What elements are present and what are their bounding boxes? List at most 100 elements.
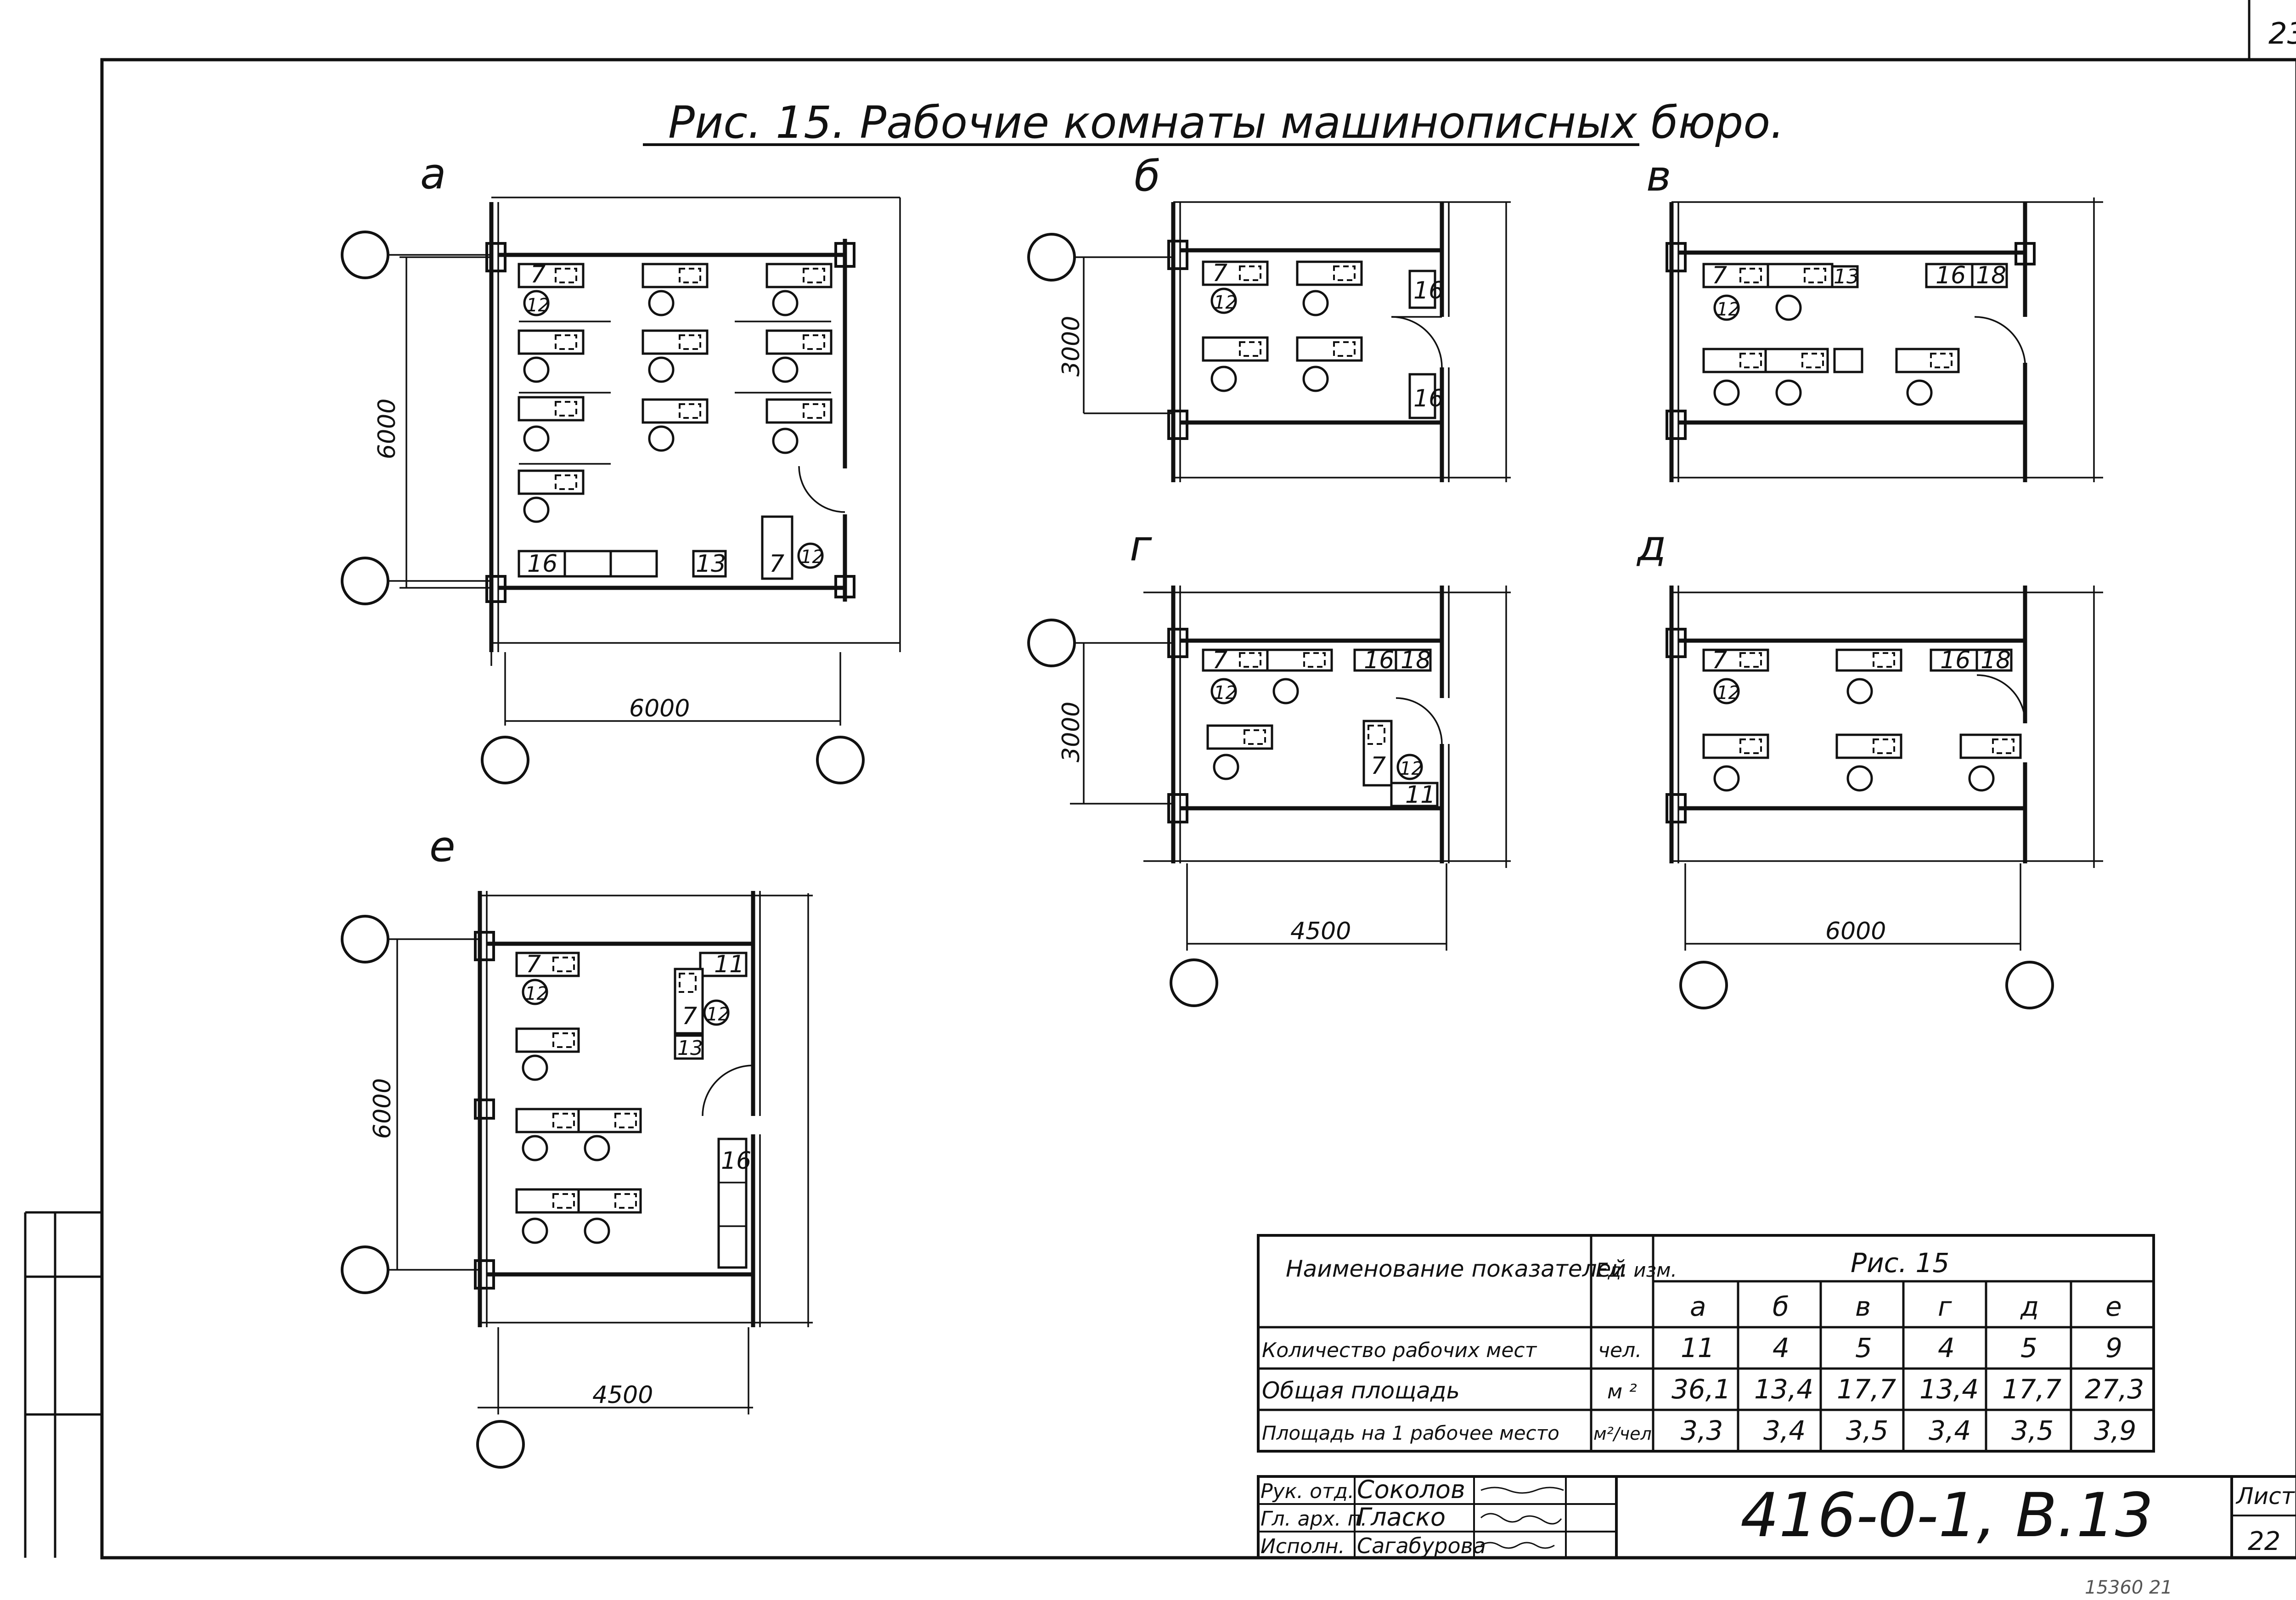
- plan-g-width: 4500: [1290, 918, 1351, 945]
- plan-letter-e: е: [429, 822, 456, 871]
- stamp-name: Гласко: [1357, 1503, 1446, 1532]
- table-row-name: Количество рабочих мест: [1262, 1339, 1537, 1362]
- signature: [1480, 1542, 1555, 1549]
- svg-text:16: 16: [1413, 385, 1444, 412]
- table-col-g: г: [1938, 1291, 1952, 1322]
- table-cell: 3,5: [1846, 1415, 1888, 1446]
- footer-mark: 15360 21: [2085, 1577, 2172, 1598]
- table-col-b: б: [1773, 1291, 1789, 1322]
- table-cell: 13,4: [1919, 1374, 1979, 1405]
- plan-g-height: 3000: [1058, 702, 1085, 762]
- svg-text:7: 7: [1712, 262, 1727, 289]
- svg-text:16: 16: [1940, 647, 1970, 674]
- summary-table: Наименование показателей Ед. изм. Рис. 1…: [1257, 1234, 2155, 1453]
- svg-text:18: 18: [1401, 647, 1431, 674]
- svg-text:7: 7: [1212, 647, 1227, 674]
- sheet-label: Лист: [2235, 1483, 2296, 1510]
- svg-text:12: 12: [1716, 299, 1740, 320]
- table-cell: 5: [1855, 1332, 1872, 1363]
- svg-text:13: 13: [1834, 265, 1859, 288]
- table-col-d: д: [2020, 1291, 2039, 1322]
- svg-text:7: 7: [1212, 259, 1227, 287]
- plan-a: а 6000 6000 7 12: [341, 149, 901, 784]
- table-row-name: Площадь на 1 рабочее место: [1262, 1422, 1559, 1444]
- svg-text:11: 11: [714, 951, 744, 978]
- plan-letter-d: д: [1636, 521, 1666, 570]
- table-cell: 5: [2020, 1332, 2037, 1363]
- page-number: 23: [2268, 17, 2296, 51]
- plan-letter-g: г: [1130, 521, 1152, 570]
- svg-text:11: 11: [1405, 781, 1435, 809]
- plan-a-label-12: 12: [526, 295, 550, 316]
- svg-text:16: 16: [1936, 262, 1966, 289]
- plan-g: г 3000 4500 7 12 16 18: [1027, 521, 1511, 1007]
- plan-b: б 3000 7 12 16 16: [1027, 152, 1511, 482]
- svg-text:12: 12: [1400, 758, 1423, 779]
- stamp-name: Сагабурова: [1357, 1533, 1486, 1558]
- table-cell: 17,7: [2002, 1374, 2061, 1405]
- table-unit-header: Ед. изм.: [1596, 1259, 1677, 1281]
- plan-letter-b: б: [1134, 152, 1160, 201]
- plan-e: е 6000 4500 7 12: [341, 822, 813, 1469]
- table-cell: 11: [1681, 1332, 1715, 1363]
- table-cell: 36,1: [1671, 1374, 1731, 1405]
- svg-text:16: 16: [1364, 647, 1394, 674]
- table-group-header: Рис. 15: [1851, 1247, 1949, 1279]
- table-row-unit: чел.: [1598, 1339, 1642, 1362]
- plan-e-width: 4500: [592, 1381, 653, 1409]
- plan-b-height: 3000: [1058, 316, 1085, 377]
- table-cell: 17,7: [1837, 1374, 1896, 1405]
- table-col-a: а: [1690, 1291, 1706, 1322]
- sheet-frame: [100, 58, 2296, 1560]
- stamp-role: Гл. арх. п.: [1261, 1507, 1367, 1531]
- table-cell: 4: [1773, 1332, 1790, 1363]
- doc-code: 416-0-1, В.13: [1740, 1480, 2154, 1551]
- table-cell: 4: [1938, 1332, 1955, 1363]
- svg-text:18: 18: [1981, 647, 2011, 674]
- signature: [1480, 1513, 1562, 1525]
- sheet-number: 22: [2248, 1527, 2280, 1556]
- svg-text:12: 12: [800, 546, 824, 568]
- svg-text:7: 7: [1371, 752, 1386, 780]
- table-cell: 3,4: [1929, 1415, 1971, 1446]
- plan-a-label-7: 7: [530, 261, 546, 288]
- plan-a-label-13: 13: [696, 550, 726, 578]
- plan-e-height: 6000: [369, 1078, 396, 1139]
- svg-text:13: 13: [677, 1037, 703, 1060]
- title-block: Рук. отд. Соколов Гл. арх. п. Гласко Исп…: [1257, 1475, 2296, 1559]
- table-row-unit: м²/чел: [1593, 1424, 1652, 1444]
- svg-text:12: 12: [706, 1004, 730, 1025]
- plan-d-width: 6000: [1825, 918, 1886, 945]
- svg-text:12: 12: [1214, 682, 1237, 704]
- svg-text:7: 7: [769, 550, 784, 578]
- table-cell: 3,3: [1681, 1415, 1723, 1446]
- svg-text:12: 12: [1716, 682, 1740, 704]
- table-cell: 3,9: [2094, 1415, 2136, 1446]
- table-cell: 3,5: [2011, 1415, 2054, 1446]
- svg-text:12: 12: [525, 983, 548, 1004]
- table-cell: 3,4: [1763, 1415, 1806, 1446]
- plan-letter-a: а: [420, 149, 446, 198]
- plan-a-height: 6000: [373, 399, 401, 459]
- plan-a-width: 6000: [629, 695, 690, 722]
- table-row-unit: м ²: [1607, 1380, 1637, 1403]
- figure-title: Рис. 15. Рабочие комнаты машинописных бю…: [668, 97, 1784, 148]
- plan-v: в 7 13 12 16 18: [1646, 152, 2103, 482]
- binding-strip: [24, 1211, 102, 1558]
- signature: [1480, 1487, 1564, 1494]
- stamp-name: Соколов: [1357, 1475, 1465, 1504]
- plan-letter-v: в: [1646, 152, 1671, 201]
- table-col-header: Наименование показателей: [1286, 1256, 1626, 1282]
- svg-text:16: 16: [721, 1147, 751, 1175]
- table-cell: 27,3: [2085, 1374, 2144, 1405]
- table-cell: 9: [2105, 1332, 2122, 1363]
- svg-text:16: 16: [1413, 277, 1444, 304]
- svg-text:7: 7: [1712, 647, 1727, 674]
- stamp-role: Рук. отд.: [1261, 1480, 1354, 1503]
- svg-text:18: 18: [1976, 262, 2006, 289]
- table-cell: 13,4: [1754, 1374, 1813, 1405]
- table-col-e: е: [2105, 1291, 2122, 1322]
- svg-text:12: 12: [1214, 292, 1237, 313]
- plan-a-label-16: 16: [527, 550, 557, 578]
